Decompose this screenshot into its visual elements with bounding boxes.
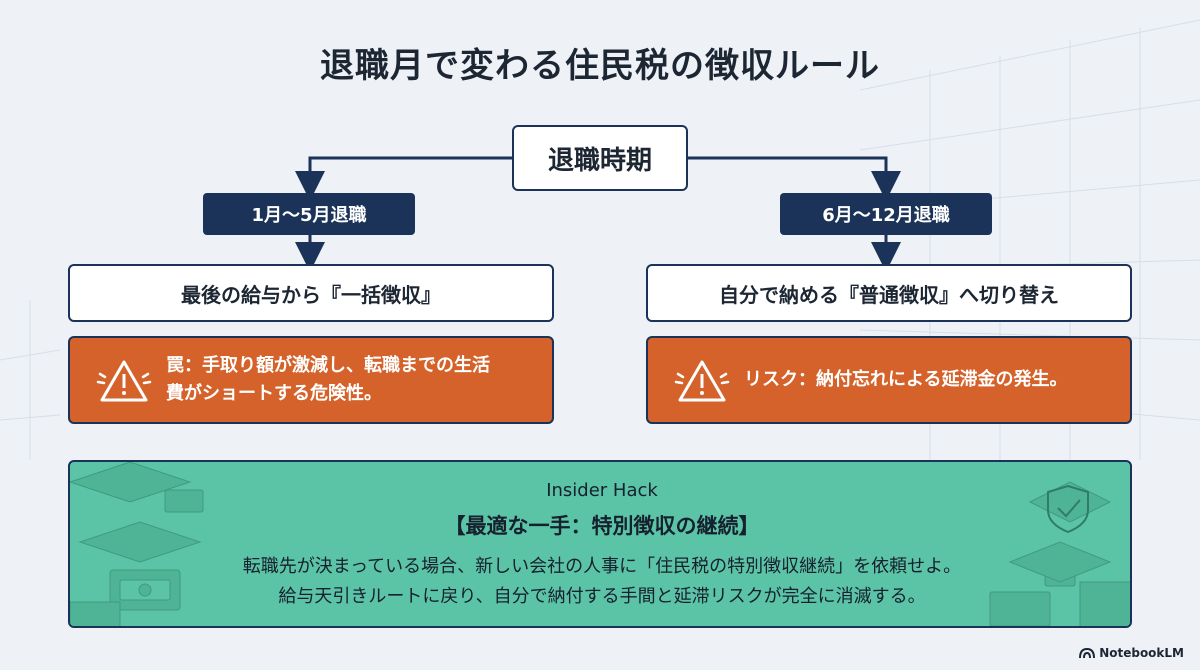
warning-text-left: 罠：手取り額が激減し、転職までの生活 費がショートする危険性。 xyxy=(166,352,490,408)
period-badge-jun-dec: 6月〜12月退職 xyxy=(780,193,992,235)
hack-heading: 【最適な一手：特別徴収の継続】 xyxy=(444,514,760,538)
warning-text-right: リスク：納付忘れによる延滞金の発生。 xyxy=(744,366,1067,394)
page-title: 退職月で変わる住民税の徴収ルール xyxy=(320,46,880,86)
hack-body-line: 給与天引きルートに戻り、自分で納付する手間と延滞リスクが完全に消滅する。 xyxy=(278,586,926,607)
warning-box-right: リスク：納付忘れによる延滞金の発生。 xyxy=(646,336,1132,424)
method-box-lump-sum: 最後の給与から『一括徴収』 xyxy=(68,264,554,322)
brand-watermark: NotebookLM xyxy=(1079,646,1184,660)
hack-body-line: 転職先が決まっている場合、新しい会社の人事に「住民税の特別徴収継続」を依頼せよ。 xyxy=(242,556,962,577)
warning-box-left: 罠：手取り額が激減し、転職までの生活 費がショートする危険性。 xyxy=(68,336,554,424)
hack-decoration xyxy=(70,462,1130,626)
warning-icon xyxy=(96,360,152,402)
brand-label: NotebookLM xyxy=(1099,646,1184,660)
hack-body: 転職先が決まっている場合、新しい会社の人事に「住民税の特別徴収継続」を依頼せよ。… xyxy=(70,552,1130,612)
connector-root-right xyxy=(688,156,901,201)
connector-root-left xyxy=(295,156,512,201)
shield-icon xyxy=(1047,484,1089,534)
hack-label: Insider Hack xyxy=(546,480,658,501)
notebooklm-logo-icon xyxy=(1079,647,1096,659)
warning-line: 費がショートする危険性。 xyxy=(166,383,382,404)
insider-hack-panel: Insider Hack 【最適な一手：特別徴収の継続】 転職先が決まっている場… xyxy=(68,460,1132,628)
root-node-retirement-period: 退職時期 xyxy=(512,125,688,191)
warning-line: 罠：手取り額が激減し、転職までの生活 xyxy=(166,355,490,377)
hack-content: Insider Hack 【最適な一手：特別徴収の継続】 転職先が決まっている場… xyxy=(70,462,1130,626)
warning-icon xyxy=(674,360,730,402)
warning-line: リスク：納付忘れによる延滞金の発生。 xyxy=(744,369,1068,391)
period-badge-jan-may: 1月〜5月退職 xyxy=(203,193,415,235)
method-box-ordinary: 自分で納める『普通徴収』へ切り替え xyxy=(646,264,1132,322)
